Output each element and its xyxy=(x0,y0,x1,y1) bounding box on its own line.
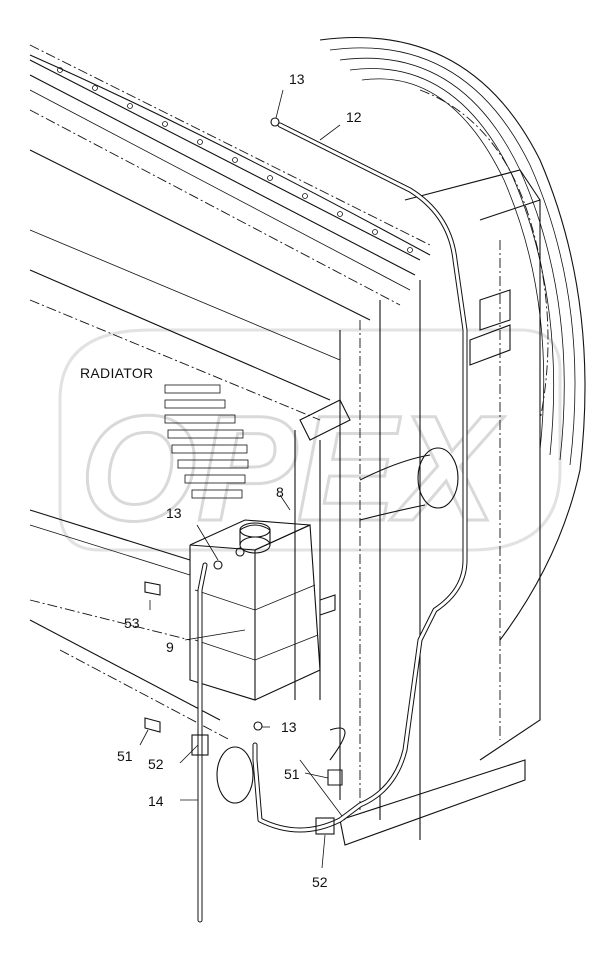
callout-13-tank: 13 xyxy=(166,505,182,521)
watermark-text: OPEX xyxy=(80,384,505,552)
callout-52-right: 52 xyxy=(312,874,328,890)
callout-13-low: 13 xyxy=(281,719,297,735)
clamps-bolts xyxy=(144,117,343,835)
callout-9: 9 xyxy=(166,639,174,655)
label-radiator: RADIATOR xyxy=(80,365,153,381)
reservoir-tank xyxy=(189,519,336,701)
callout-51-right: 51 xyxy=(284,766,300,782)
callout-51-left: 51 xyxy=(117,748,133,764)
callout-13-top: 13 xyxy=(289,71,305,87)
callout-8: 8 xyxy=(276,484,284,500)
vent-hose-12 xyxy=(252,122,468,833)
radiator-core xyxy=(29,44,431,741)
callout-14: 14 xyxy=(148,793,164,809)
callout-52-left: 52 xyxy=(148,756,164,772)
leader-lines xyxy=(139,89,341,869)
radiator-frame xyxy=(216,169,541,846)
watermark-logo: OPEX xyxy=(58,328,562,554)
overflow-hose-14 xyxy=(197,562,208,923)
callout-12: 12 xyxy=(346,109,362,125)
callout-53: 53 xyxy=(124,615,140,631)
